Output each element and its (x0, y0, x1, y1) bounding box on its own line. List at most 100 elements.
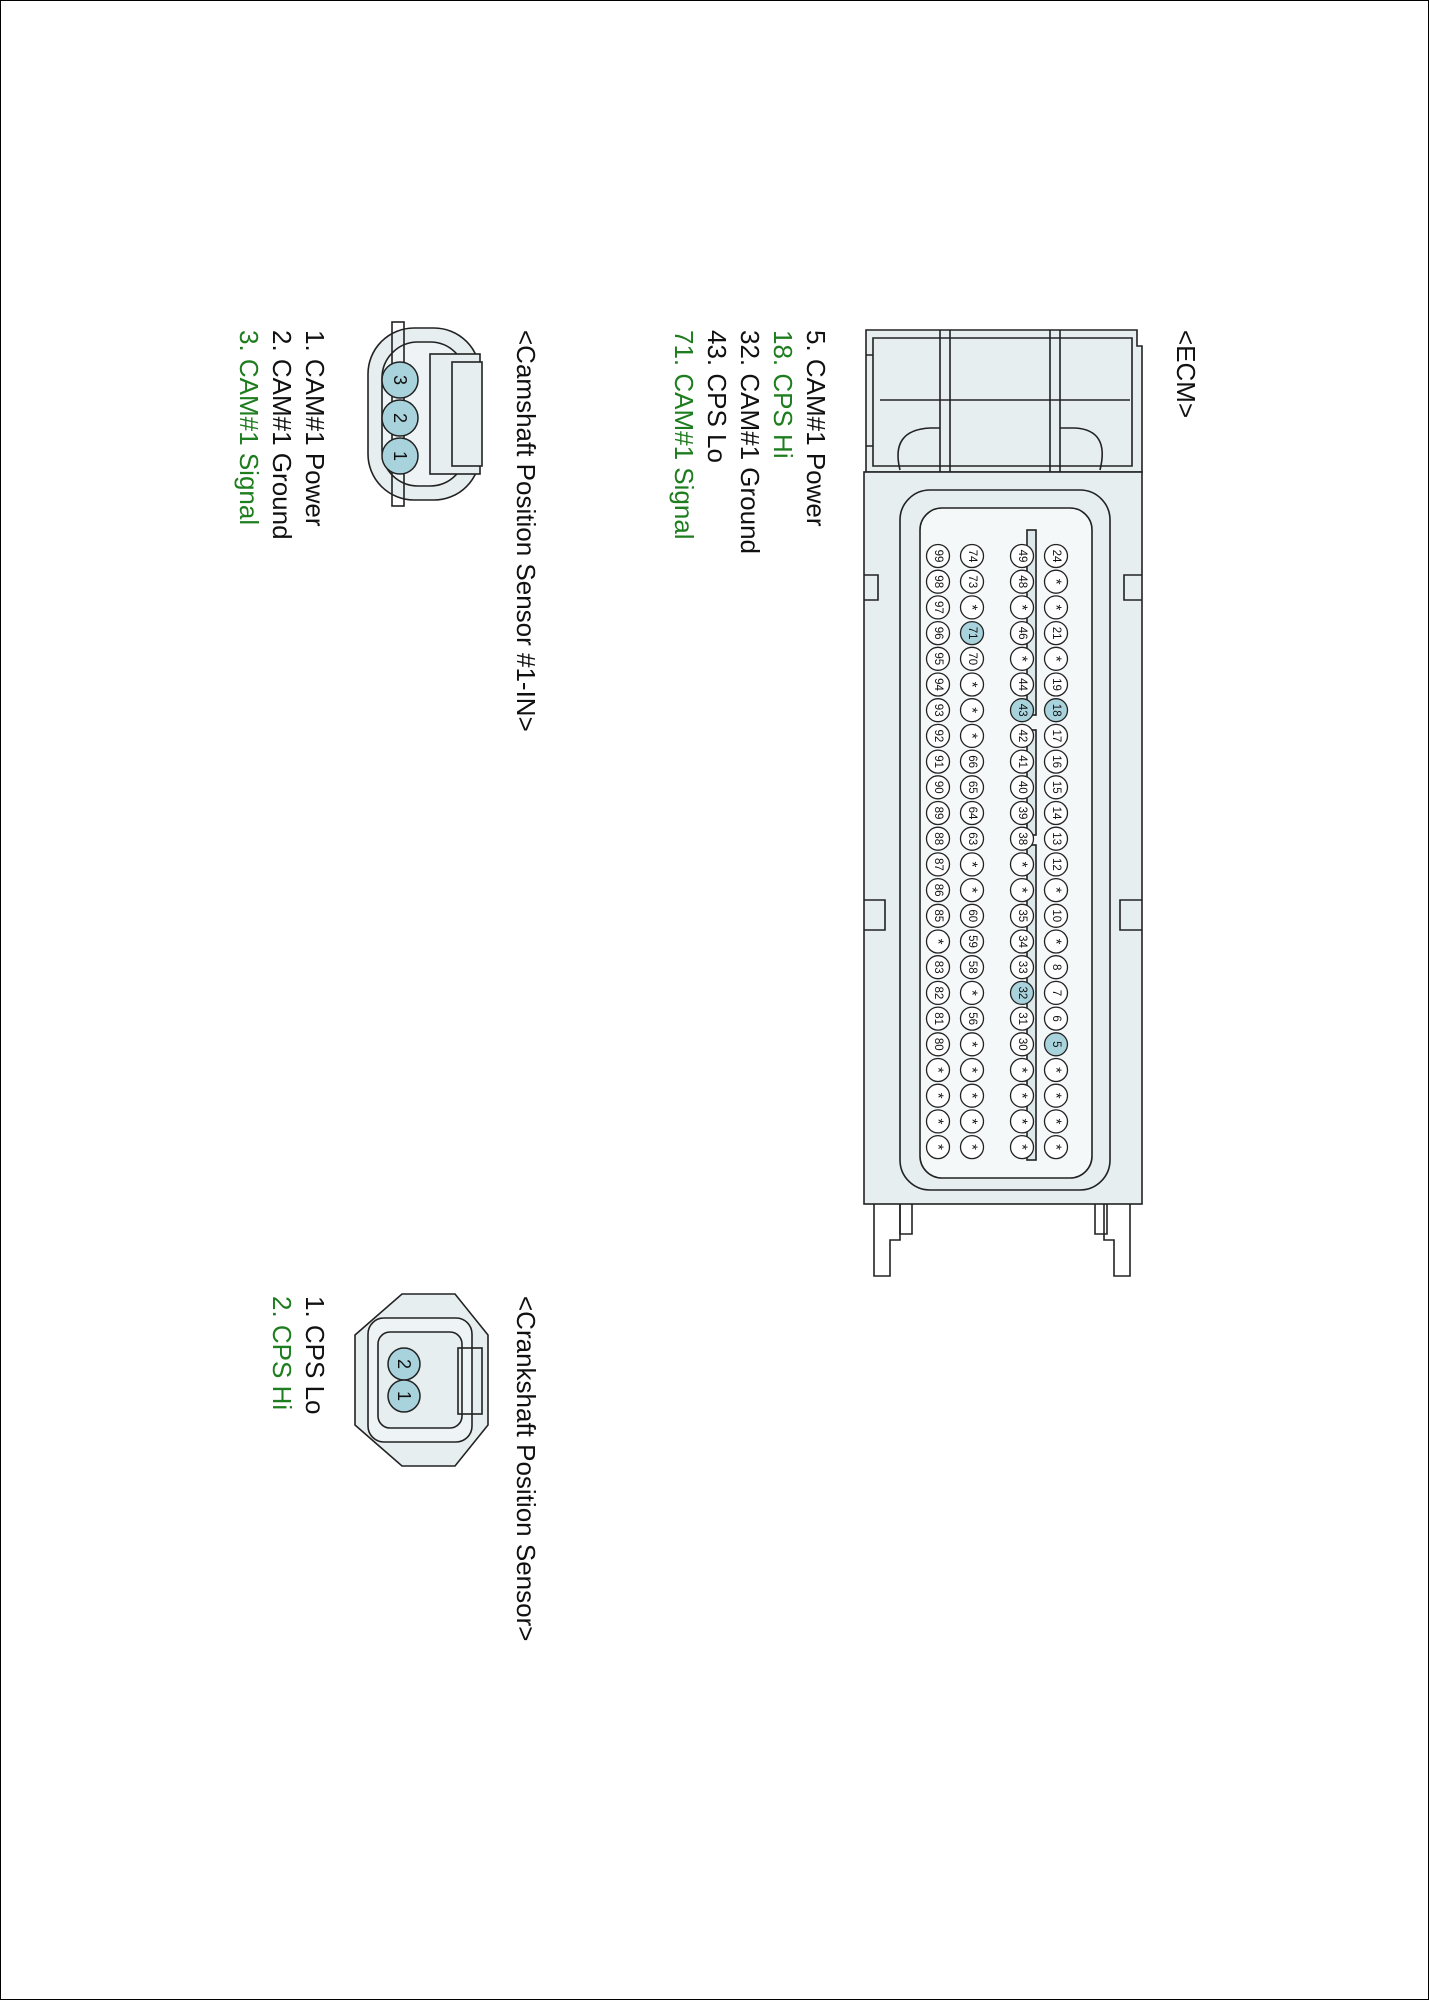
ecm-pin-circle (1009, 698, 1035, 723)
ecm-pin: * (1009, 1109, 1035, 1134)
ecm-pin: 80 (925, 1032, 951, 1057)
ecm-pin-circle (1009, 1057, 1035, 1083)
ecm-pin-circle (1043, 672, 1069, 697)
ecm-pin: 44 (1009, 672, 1035, 697)
crank-sensor-pin-group: 21 (387, 1347, 421, 1413)
ecm-pin: * (1043, 1109, 1069, 1134)
ecm-pin: 96 (925, 620, 951, 646)
ecm-pin-circle (925, 569, 951, 594)
ecm-pin-number: 34 (1016, 935, 1028, 948)
ecm-pin-circle (1043, 852, 1069, 877)
ecm-pin-number: * (964, 861, 981, 867)
ecm-pin-number: 13 (1050, 832, 1062, 845)
cam-sensor-pin-label: 1. CAM#1 Power (300, 330, 330, 527)
ecm-pin-number: 88 (932, 832, 944, 845)
ecm-pin-circle (925, 955, 951, 980)
ecm-pin-circle (959, 1109, 985, 1134)
crank-sensor-connector (354, 1293, 489, 1467)
ecm-pin-number: 12 (1050, 858, 1062, 871)
ecm-pin-circle (1043, 1006, 1069, 1031)
ecm-pin-circle (925, 749, 951, 774)
ecm-pin-circle (959, 569, 985, 594)
ecm-pin-circle (1043, 595, 1069, 620)
ecm-pin-circle (1009, 749, 1035, 774)
ecm-pin-circle (1009, 1032, 1035, 1057)
ecm-pin-number: * (964, 1041, 981, 1047)
ecm-pin-number: * (1048, 1067, 1065, 1073)
ecm-pin-circle (1043, 800, 1069, 826)
ecm-pin-number: * (1048, 939, 1065, 945)
ecm-pin-circle (925, 595, 951, 620)
ecm-pin: 92 (925, 723, 951, 749)
ecm-pin-circle (959, 826, 985, 851)
ecm-pin-circle (959, 620, 985, 646)
ecm-pin-number: 56 (966, 1012, 978, 1025)
ecm-pin-circle (959, 749, 985, 774)
ecm-pin-circle (1043, 1109, 1069, 1134)
ecm-pin-circle (959, 646, 985, 671)
ecm-pin: 88 (925, 826, 951, 851)
ecm-pin-number: * (1014, 1144, 1031, 1150)
cam-sensor-pin: 3 (381, 361, 419, 399)
ecm-pin-label: 32. CAM#1 Ground (735, 330, 765, 554)
ecm-pin-circle (1043, 955, 1069, 980)
ecm-pin-circle (959, 672, 985, 697)
ecm-pin-number: 17 (1050, 730, 1062, 743)
ecm-pin-number: 46 (1016, 627, 1028, 640)
cam-sensor-pin-number: 1 (390, 451, 410, 461)
ecm-pin: 15 (1043, 775, 1069, 800)
ecm-pin-number: * (964, 1118, 981, 1124)
ecm-pin: 46 (1009, 620, 1035, 646)
ecm-pin-circle (925, 800, 951, 826)
ecm-pin-number: 89 (932, 807, 944, 820)
ecm-pin-number: * (964, 1144, 981, 1150)
ecm-pin-label: 71. CAM#1 Signal (669, 330, 699, 540)
crank-sensor-pin-label: 1. CPS Lo (300, 1296, 330, 1415)
ecm-pin-circle (1009, 826, 1035, 851)
ecm-pin-number: * (964, 733, 981, 739)
cam-sensor-pin-number: 2 (390, 413, 410, 423)
ecm-pin: * (925, 1134, 951, 1160)
ecm-pin-circle (959, 800, 985, 826)
ecm-pin-number: 39 (1016, 807, 1028, 820)
ecm-pin: 12 (1043, 852, 1069, 877)
ecm-pin-circle (1043, 980, 1069, 1006)
ecm-pin-label: 5. CAM#1 Power (801, 330, 831, 527)
ecm-pin-number: * (964, 990, 981, 996)
ecm-pin-number: * (930, 939, 947, 945)
ecm-pin: 18 (1043, 698, 1069, 723)
ecm-pin: 87 (925, 852, 951, 877)
ecm-pin: 34 (1009, 929, 1035, 954)
cam-sensor-pin-circle (381, 399, 419, 437)
ecm-pin: * (1009, 877, 1035, 903)
ecm-pin-number: 14 (1050, 807, 1062, 820)
ecm-pin-number: * (1014, 1093, 1031, 1099)
crank-sensor-pin: 2 (387, 1347, 421, 1381)
ecm-pin-number: * (964, 1093, 981, 1099)
ecm-pin-circle (1009, 903, 1035, 928)
cam-sensor-pin-number: 3 (390, 375, 410, 385)
ecm-pin: 97 (925, 595, 951, 620)
ecm-pin: * (925, 929, 951, 954)
ecm-pin-number: 8 (1050, 964, 1062, 970)
ecm-pin: 35 (1009, 903, 1035, 928)
ecm-pin: 56 (959, 1006, 985, 1031)
ecm-pin: * (1043, 569, 1069, 594)
ecm-pin-circle (1043, 903, 1069, 928)
ecm-pin-number: * (1048, 887, 1065, 893)
ecm-pin-number: * (930, 1093, 947, 1099)
ecm-pin-circle (925, 1109, 951, 1134)
ecm-pin-number: * (1048, 1144, 1065, 1150)
ecm-pin-circle (925, 543, 951, 569)
ecm-pin-number: 24 (1050, 550, 1062, 563)
ecm-pin: 32 (1009, 980, 1035, 1006)
ecm-pin-circle (1009, 1109, 1035, 1134)
ecm-pin-grid: 24**21*1918171615141312*10*8765****4948*… (925, 543, 1069, 1160)
ecm-pin-number: 70 (966, 652, 978, 665)
ecm-pin-circle (1009, 955, 1035, 980)
ecm-pin-number: * (930, 1067, 947, 1073)
ecm-pin-circle (925, 672, 951, 697)
ecm-pin-number: 60 (966, 909, 978, 922)
ecm-pin-circle (1009, 1083, 1035, 1108)
